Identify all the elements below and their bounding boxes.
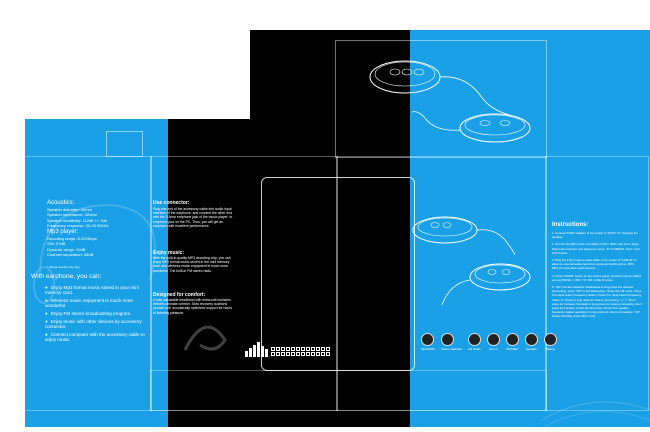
- earphone-bullet: Wireless music enjoyment is much more wo…: [45, 298, 145, 308]
- feature-icon-label: Stereo Headset: [441, 347, 462, 351]
- comfort-body: A fully adjustable headband with extra-s…: [153, 298, 232, 315]
- line-in-feature-icon: Line in: [486, 333, 500, 351]
- left-black-panel: [168, 119, 250, 427]
- mp3-lines: Decoding range: 8-320Kbps S/N: 97dB Dyna…: [47, 236, 97, 257]
- left-blue-panel: [25, 119, 168, 427]
- instructions-title: Instructions:: [552, 222, 589, 228]
- center-black-panel: [250, 30, 410, 427]
- earphone-bullet: Enjoy music with other devices by access…: [45, 319, 145, 329]
- acoustics-line: Speaker diameter: 40mm: [47, 207, 92, 212]
- dieline-left-flap: [106, 131, 143, 157]
- mp3-line: S/N: 97dB: [47, 241, 66, 247]
- comfort-title: Designed for comfort:: [153, 292, 206, 298]
- dieline-outer: [11, 156, 649, 411]
- earphone-bullets: Enjoy Mp3 format music stored in your mi…: [45, 285, 145, 342]
- earphone-lower-left-icon: [412, 216, 515, 256]
- side-blue-panel: [542, 30, 650, 427]
- headset-feature-icon: Stereo Headset: [441, 333, 462, 351]
- equalizer-graphic: [245, 342, 345, 357]
- acoustics-lines: Speaker diameter: 40mm Speaker impedance…: [47, 207, 109, 228]
- feature-icon-row: Mp3/WMA Stereo Headset FM Radio Line in …: [421, 333, 557, 351]
- swirl-watermark-icon: [183, 325, 227, 351]
- card-feature-icon: SD/MMC: [505, 333, 519, 351]
- earphone-title: With earphone, you can:: [31, 273, 102, 280]
- feature-icon-label: SD/MMC: [506, 347, 519, 351]
- acoustics-line: Speaker impedance: 32ohm: [47, 212, 98, 218]
- instruction-item: 3. Plug the 3.5mm stereo audio cable in …: [552, 258, 637, 271]
- dieline-left-divider: [150, 156, 152, 411]
- feature-icon-label: Battery: [545, 347, 556, 351]
- acoustics-line: Speaker sensitivity: 112db +/- 3db: [47, 217, 108, 223]
- feature-icon-label: FM Radio: [467, 347, 481, 351]
- enjoy-music-title: Enjoy music:: [153, 250, 185, 256]
- acoustics-line: Frequency response: 20-20 000Hz: [47, 222, 109, 228]
- earphone-middle-icon: [411, 111, 531, 143]
- dieline-center-divider: [336, 156, 338, 411]
- feature-icon-label: Line in: [488, 347, 498, 351]
- radio-feature-icon: FM Radio: [467, 333, 481, 351]
- mp3-title: Mp3 player:: [47, 229, 79, 235]
- use-connector-title: Use connector:: [153, 200, 190, 206]
- instruction-item: 4. Press "MODE" button on the control pa…: [552, 273, 642, 282]
- earphone-bullet: Enjoy Mp3 format music stored in your mi…: [45, 285, 145, 295]
- use-connector-body: Plug one end of the accessory cable into…: [153, 207, 233, 228]
- acoustics-title: Acoustics:: [47, 200, 75, 206]
- instruction-item: 1. Connect 5V/DC adapter to the socket o…: [552, 231, 638, 240]
- earphone-bullet: Connect computer with the accessory cabl…: [45, 332, 145, 342]
- mp3-line: Decoding range: 8-320Kbps: [47, 236, 97, 241]
- battery-feature-icon: Battery: [543, 333, 557, 351]
- feature-icon-label: Mp3/WMA: [421, 347, 436, 351]
- mp3-feature-icon: Mp3/WMA: [421, 333, 435, 351]
- earphone-bullet: Enjoy FM stereo broadcasting program.: [45, 311, 145, 316]
- mp3-line: Channel separation: 68dB: [47, 251, 94, 257]
- enjoy-music-body: With the built-in quality MP3 decoding c…: [153, 256, 231, 273]
- instruction-item: 2. Set into the MP3 music card (Max of 2…: [552, 242, 640, 255]
- dieline-bottom-flap: [150, 370, 547, 411]
- curve-watermark-icon: [542, 401, 650, 429]
- instructions-list: 1. Connect 5V/DC adapter to the socket o…: [552, 231, 642, 319]
- small-note: * Actual results may vary: [47, 265, 80, 269]
- right-blue-panel: [410, 30, 542, 427]
- earphone-top-icon: [369, 60, 510, 116]
- dieline-top-flap: [335, 40, 547, 158]
- earphone-lower-right-icon: [441, 263, 531, 306]
- instruction-item: 5. "FM" function standard. Radiowave is …: [552, 285, 642, 319]
- headphone-watermark-icon: [33, 203, 156, 304]
- dieline-center-window: [261, 177, 415, 371]
- dieline-right-divider: [545, 156, 547, 411]
- speaker-feature-icon: Speaker: [524, 333, 538, 351]
- feature-icon-label: Speaker: [525, 347, 537, 351]
- mp3-line: Dynamic range: 92dB: [47, 246, 86, 252]
